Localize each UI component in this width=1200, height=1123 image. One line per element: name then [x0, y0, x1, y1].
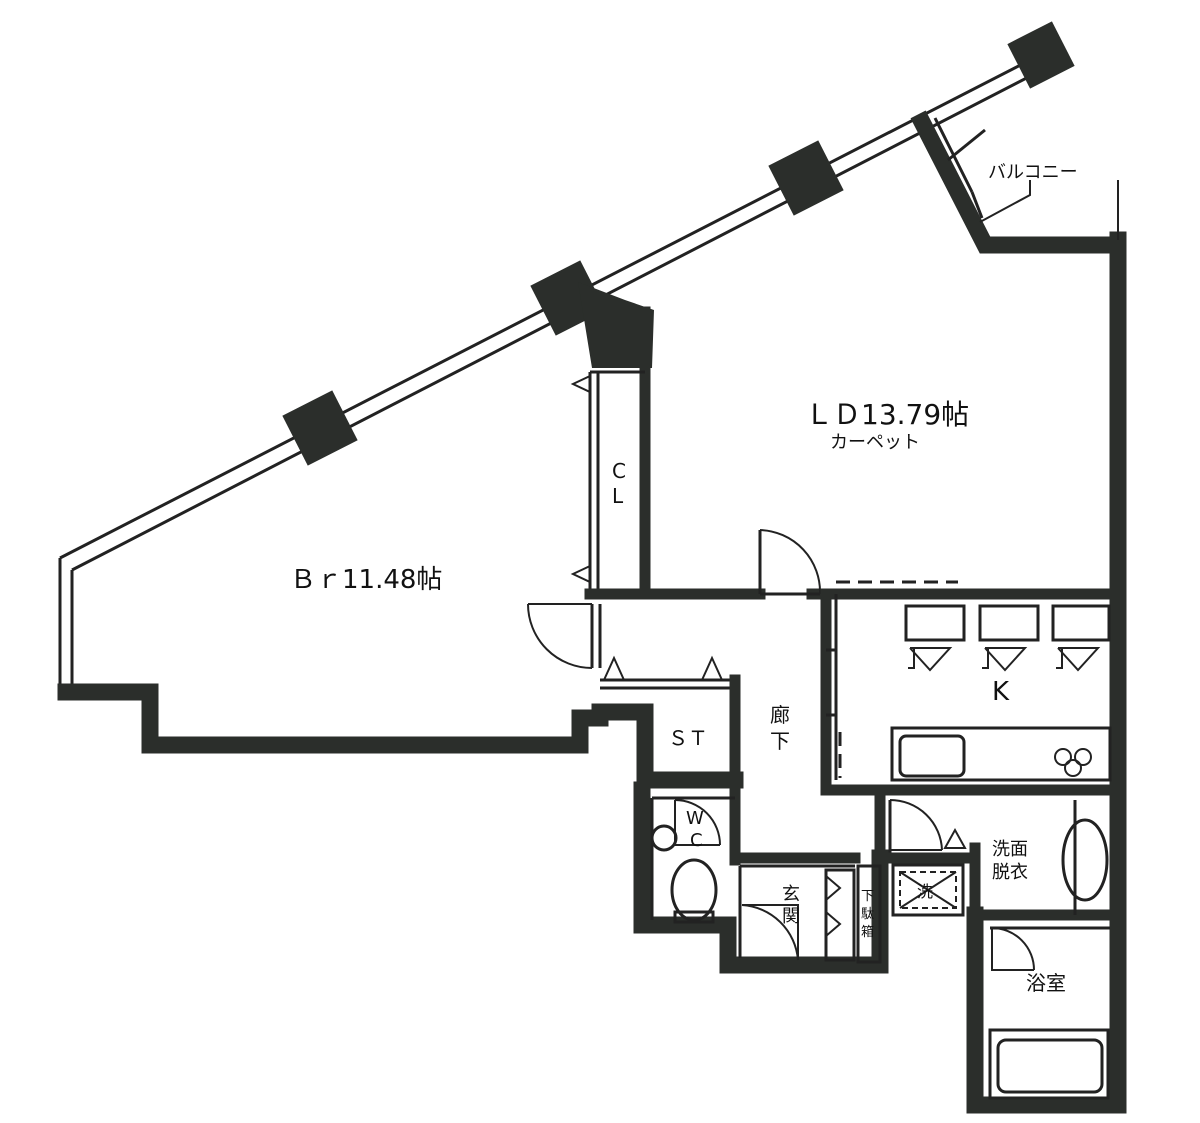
- label-storage: ＳＴ: [668, 726, 708, 750]
- label-balcony: バルコニー: [988, 162, 1078, 183]
- label-bathroom: 浴室: [1026, 971, 1066, 995]
- living-door: [758, 529, 822, 596]
- label-toilet-1: W: [686, 808, 704, 829]
- label-kitchen: K: [992, 677, 1010, 707]
- label-bedroom: Ｂｒ11.48帖: [290, 565, 442, 595]
- label-living-dining: ＬＤ13.79帖: [805, 398, 969, 431]
- kitchen: [820, 588, 1124, 796]
- closet: [570, 306, 651, 596]
- entrance: [729, 852, 882, 964]
- label-shoe-box-2: 駄: [861, 907, 874, 922]
- interior-walls: [584, 110, 1127, 1114]
- bathroom: [966, 906, 1127, 1114]
- label-washer: 洗: [917, 882, 933, 901]
- column-1: [282, 390, 358, 466]
- label-floor-carpet: カーペット: [830, 432, 920, 453]
- toilet-room: [633, 781, 889, 974]
- room-labels: Ｂｒ11.48帖 ＬＤ13.79帖 カーペット K ＳＴ C L 廊 下 W C…: [290, 162, 1078, 995]
- label-washroom-2: 脱衣: [992, 862, 1028, 883]
- bedroom-walls: [57, 558, 609, 754]
- label-hallway-2: 下: [770, 729, 790, 753]
- bedroom-door: [527, 603, 602, 669]
- label-washroom-1: 洗面: [992, 839, 1028, 860]
- label-toilet-2: C: [690, 830, 703, 851]
- storage-room: [591, 655, 744, 866]
- label-shoe-box-1: 下: [861, 889, 874, 904]
- label-closet-l: L: [612, 484, 624, 508]
- column-corner: [578, 282, 654, 368]
- column-4: [1007, 21, 1075, 89]
- column-3: [768, 140, 844, 216]
- label-entrance-1: 玄: [782, 884, 800, 905]
- label-hallway-1: 廊: [770, 703, 790, 727]
- label-shoe-box-3: 箱: [861, 924, 874, 940]
- label-entrance-2: 関: [782, 906, 800, 927]
- washroom: [874, 794, 1124, 921]
- label-closet-c: C: [612, 459, 626, 483]
- structural-columns: [282, 21, 1075, 466]
